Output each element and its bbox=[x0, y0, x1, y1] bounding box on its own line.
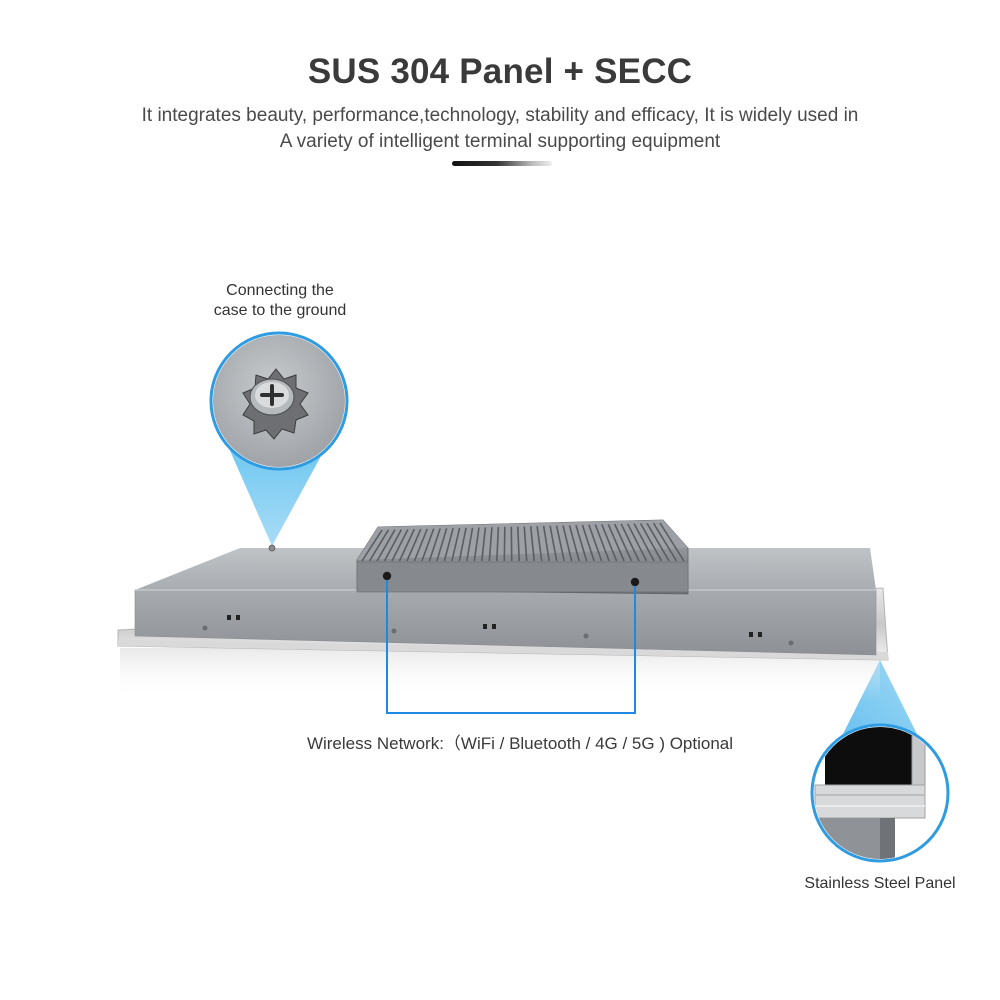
heatsink bbox=[356, 519, 689, 595]
title-underline bbox=[452, 161, 552, 166]
subtitle-line-1: It integrates beauty, performance,techno… bbox=[141, 105, 859, 126]
subtitle-line-2: A variety of intelligent terminal suppor… bbox=[279, 131, 721, 152]
wireless-antenna-bracket bbox=[386, 580, 636, 714]
steel-edge-icon bbox=[810, 723, 950, 863]
wireless-network-label: Wireless Network:（WiFi / Bluetooth / 4G … bbox=[306, 734, 734, 753]
ground-callout-label: Connecting the case to the ground bbox=[190, 281, 370, 321]
ground-callout-line-2: case to the ground bbox=[213, 302, 347, 319]
stainless-steel-label: Stainless Steel Panel bbox=[804, 875, 956, 892]
ground-callout-line-1: Connecting the bbox=[226, 282, 334, 299]
page-title: SUS 304 Panel + SECC bbox=[307, 52, 693, 91]
ground-screw-icon bbox=[209, 331, 349, 471]
